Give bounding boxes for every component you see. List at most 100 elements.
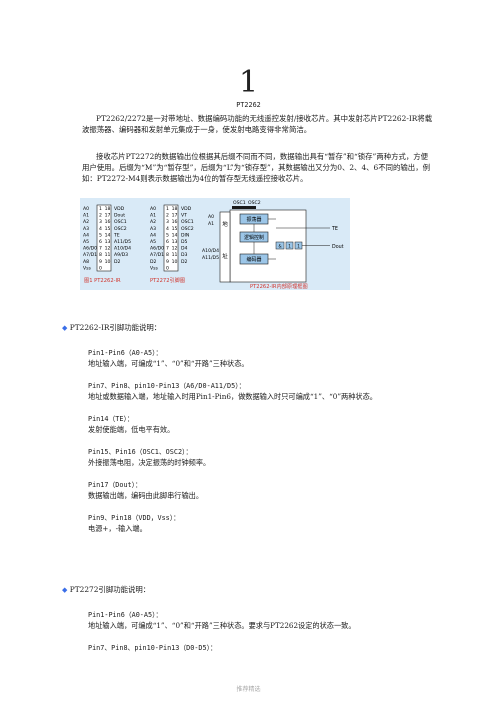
pin-item-description: 数据输出端，编码由此脚串行输出。	[88, 491, 204, 500]
rc-pin-number: 1	[166, 206, 169, 212]
lc-pin-name: A6/D0	[83, 246, 97, 252]
rc-pin-name: OSC1	[181, 219, 194, 225]
rc-pin-number: 11	[172, 252, 178, 258]
te-label: TE	[331, 226, 338, 232]
lc-pin-name: A7/D1	[83, 252, 97, 258]
section2-heading-row: ◆ PT2272引脚功能说明：	[62, 585, 150, 595]
lc-pin-name: VDD	[114, 206, 125, 212]
page-title: PT2262	[236, 101, 261, 109]
lc-pin-name: Dout	[114, 213, 125, 219]
pin-item-description: 外接振荡电阻，决定振荡的时钟频率。	[88, 458, 211, 467]
pin-item-label: Pin17（Dout）：	[88, 481, 142, 489]
lc-pin-number: 8	[99, 252, 102, 258]
buffer-gate-1-label: 1	[288, 244, 291, 249]
rc-pin-name: A5	[150, 239, 156, 245]
intro-paragraph: PT2262/2272是一对带地址、数据编码功能的无线遥控发射/接收芯片。其中发…	[82, 114, 433, 134]
rc-pin-name: OSC2	[181, 226, 194, 232]
rc-pin-name: D2	[181, 259, 188, 265]
rc-pin-name: A6/D0	[150, 246, 164, 252]
rc-pin-number: 16	[172, 219, 178, 225]
rc-pin-number: 7	[166, 246, 169, 252]
block-pin-a11: A11/D5	[202, 255, 219, 261]
section1-heading: PT2262-IR引脚功能说明：	[69, 323, 162, 332]
section2-heading: PT2272引脚功能说明：	[69, 585, 151, 594]
logic-label: 逻辑控制	[244, 234, 264, 241]
lc-pin-name: A9/D3	[114, 252, 128, 258]
pin-item-label: Pin7、Pin8、pin10-Pin13（A6/D0-A11/D5）：	[88, 382, 246, 390]
block-diagram: OSC1 OSC2 振荡器 逻辑控制 编码器 地 址 A0 A1 A10/D4 …	[202, 200, 344, 290]
lc-pin-name: TE	[113, 232, 120, 238]
rc-pin-name: A3	[150, 226, 156, 232]
rc-pin-number: 5	[166, 232, 169, 238]
osc-pin-bar	[232, 206, 256, 209]
pt2272-chip-body	[163, 204, 179, 272]
rc-pin-number: 6	[166, 239, 169, 245]
lc-pin-name: A11/D5	[114, 239, 131, 245]
pin-item-description: 地址输入端，可编成“1”、“0”和“开路”三种状态。	[88, 359, 249, 368]
lc-pin-number: 14	[105, 232, 111, 238]
rc-pin-name: DIN	[181, 232, 189, 238]
rc-pin-name: D3	[181, 252, 188, 258]
block-pin-a0: A0	[208, 214, 214, 220]
pin-item-description: 地址或数据输入端，地址输入时用Pin1-Pin6，做数据输入时只可编成“1”、“…	[88, 392, 377, 401]
lc-pin-number: 4	[99, 226, 102, 232]
lc-pin-number: 17	[105, 213, 111, 219]
and-gate	[275, 241, 285, 250]
pin-item-label: Pin1-Pin6（A0-A5）：	[88, 349, 163, 357]
pt2262-caption: 图1 PT2262-IR	[84, 277, 121, 284]
lc-pin-number: 13	[105, 239, 111, 245]
lc-pin-name: OSC2	[114, 226, 127, 232]
rc-pin-number: 4	[166, 226, 169, 232]
rc-pin-name: D4	[181, 246, 188, 252]
lc-pin-number: 5	[99, 232, 102, 238]
lc-pin-name: A2	[83, 219, 89, 225]
rc-pin-number: 14	[172, 232, 178, 238]
lc-pin-number: 11	[105, 252, 111, 258]
address-block	[219, 211, 231, 283]
pin-item-label: Pin7、Pin8、pin10-Pin13（D0-D5）：	[88, 644, 217, 652]
pt2272-caption: PT2272引脚图	[150, 276, 185, 284]
pin-item-label: Pin14（TE）：	[88, 415, 134, 423]
pin-item-label: Pin15、Pin16（OSC1、OSC2）：	[88, 448, 193, 456]
rc-pin-name: A7/D1	[150, 252, 164, 258]
lc-pin-name: A4	[83, 232, 89, 238]
lc-pin-number: 3	[99, 219, 102, 225]
rc-pin-name: A0	[150, 206, 156, 212]
lc-pin-name: A8	[83, 259, 89, 265]
pt2262-chip-body	[96, 204, 112, 272]
rc-pin-name: D2	[150, 259, 157, 265]
block-caption: PT2262-IR内部原理框图	[250, 282, 308, 290]
rc-pin-number: 15	[172, 226, 178, 232]
lc-pin-name: A1	[83, 213, 89, 219]
rc-pin-name: D5	[181, 239, 188, 245]
section1-heading-row: ◆ PT2262-IR引脚功能说明：	[62, 323, 161, 333]
rc-pin-number: 0	[166, 265, 169, 271]
dout-label: Dout	[332, 244, 344, 250]
rc-pin-number: 10	[172, 259, 178, 265]
rc-pin-number: 8	[166, 252, 169, 258]
rc-pin-name: A4	[150, 232, 156, 238]
and-gate-label: &	[278, 244, 281, 249]
pin-item-description: 发射使能端，低电平有效。	[88, 425, 175, 434]
lc-pin-number: 6	[99, 239, 102, 245]
pinout-figure-svg: A0A1A2A3A4A5A6/D0A7/D1A8Vss1234567890181…	[83, 200, 344, 290]
lc-pin-name: D2	[114, 259, 121, 265]
lc-pin-name: OSC1	[114, 219, 127, 225]
pt2272-chip: A0A1A2A3A4A5A6/D0A7/D1D2Vss1234567890181…	[150, 204, 194, 284]
lc-pin-name: A5	[83, 239, 89, 245]
rc-pin-number: 18	[172, 206, 178, 212]
rc-pin-name: VT	[181, 213, 187, 219]
rc-pin-number: 17	[172, 213, 178, 219]
encoder-label: 编码器	[246, 256, 261, 263]
rc-pin-name: VDD	[181, 206, 192, 212]
osc2-label: OSC2	[248, 200, 261, 206]
receiver-paragraph: 接收芯片PT2272的数据输出位根据其后缀不同而不同，数据输出具有“暂存”和“锁…	[82, 152, 430, 183]
address-block-label-1: 地	[222, 220, 228, 228]
rc-pin-number: 13	[172, 239, 178, 245]
lc-pin-number: 2	[99, 213, 102, 219]
lc-pin-name: Vss	[83, 265, 92, 271]
pin-item-label: Pin1-Pin6（A0-A5）：	[88, 611, 163, 619]
lc-pin-number: 7	[99, 246, 102, 252]
page-number: 1	[238, 65, 259, 100]
